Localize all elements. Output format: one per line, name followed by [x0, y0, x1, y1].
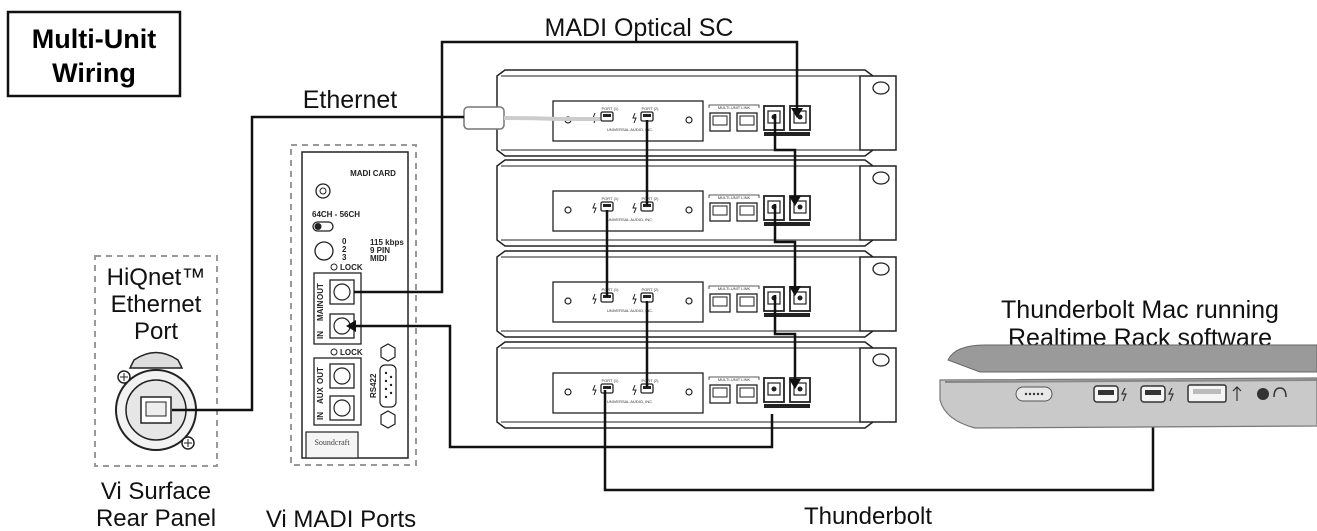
svg-text:UNIVERSAL AUDIO, INC.: UNIVERSAL AUDIO, INC. [607, 308, 653, 313]
svg-text:IN: IN [316, 412, 325, 420]
madi-main-in-cable [356, 324, 774, 449]
thunderbolt-icon [1121, 387, 1127, 402]
rack-unit-4: PORT (1) PORT (2) UNIVERSAL AUDIO, INC. … [496, 341, 897, 429]
hiqnet-label-1: HiQnet™ [107, 264, 206, 291]
mode-label: 64CH - 56CH [312, 210, 360, 219]
rs422-port[interactable] [379, 364, 397, 408]
svg-text:UNIVERSAL AUDIO, INC.: UNIVERSAL AUDIO, INC. [607, 127, 653, 132]
svg-text:OUT: OUT [316, 283, 325, 300]
svg-text:PORT (1): PORT (1) [602, 106, 620, 111]
svg-text:IN: IN [316, 331, 325, 339]
hiqnet-label-2: Ethernet [111, 291, 202, 318]
mac-label-1: Thunderbolt Mac running [1001, 296, 1279, 324]
cables [172, 40, 1155, 492]
svg-text:MULTI-UNIT LINK: MULTI-UNIT LINK [718, 195, 751, 200]
svg-text:UNIVERSAL AUDIO, INC.: UNIVERSAL AUDIO, INC. [607, 399, 653, 404]
svg-text:MULTI-UNIT LINK: MULTI-UNIT LINK [718, 286, 751, 291]
svg-text:2: 2 [342, 245, 347, 254]
title-line-1: Multi-Unit [32, 24, 156, 54]
madi-card-label: MADI CARD [350, 169, 396, 178]
svg-text:MAIN: MAIN [316, 300, 325, 321]
rack-unit-2: PORT (1) PORT (2) UNIVERSAL AUDIO, INC. … [496, 159, 897, 247]
mac-laptop: Thunderbolt Mac running Realtime Rack so… [939, 296, 1317, 429]
vi-surface-rear-panel: HiQnet™ Ethernet Port Vi Surface Rear Pa… [94, 255, 218, 531]
svg-text:0: 0 [342, 237, 347, 246]
madi-optical-label: MADI Optical SC [545, 14, 734, 42]
selector-knob[interactable] [314, 241, 334, 261]
svg-text:PORT (2): PORT (2) [642, 378, 660, 383]
svg-text:AUX: AUX [316, 386, 325, 404]
svg-text:PORT (2): PORT (2) [642, 106, 660, 111]
svg-text:PORT (1): PORT (1) [602, 287, 620, 292]
svg-text:PORT (1): PORT (1) [602, 378, 620, 383]
ethernet-label: Ethernet [303, 86, 398, 114]
thunderbolt-mac-cable [603, 388, 1155, 492]
madi-main-out-cable [354, 40, 799, 294]
svg-text:PORT (1): PORT (1) [602, 196, 620, 201]
title-line-2: Wiring [52, 58, 136, 88]
vi-madi-ports-panel: MADI CARD 64CH - 56CH 0 2 3 115 kbps 9 P… [290, 144, 417, 466]
svg-text:UNIVERSAL AUDIO, INC.: UNIVERSAL AUDIO, INC. [607, 217, 653, 222]
arrows [346, 108, 803, 389]
svg-text:115 kbps: 115 kbps [370, 238, 404, 247]
hiqnet-label-3: Port [134, 318, 178, 345]
madi-ports-label: Vi MADI Ports [266, 506, 416, 531]
surface-label-1: Vi Surface [101, 478, 211, 505]
svg-text:MULTI-UNIT LINK: MULTI-UNIT LINK [718, 105, 751, 110]
usb-icon [1232, 386, 1242, 401]
svg-text:MULTI-UNIT LINK: MULTI-UNIT LINK [718, 377, 751, 382]
svg-text:9 PIN: 9 PIN [370, 246, 390, 255]
madi-chain-3-4 [773, 295, 797, 383]
headphone-icon [1273, 387, 1287, 398]
thunderbolt-icon-2 [1168, 387, 1174, 402]
lock-label-1: LOCK [340, 263, 363, 272]
headphone-port [1257, 388, 1269, 400]
svg-text:RS422: RS422 [369, 373, 378, 398]
thunderbolt-label: Thunderbolt [804, 503, 932, 530]
madi-chain-1-2 [773, 114, 797, 200]
svg-text:PORT (2): PORT (2) [642, 196, 660, 201]
surface-label-2: Rear Panel [96, 505, 216, 531]
rack-unit-3: PORT (1) PORT (2) UNIVERSAL AUDIO, INC. … [496, 250, 897, 338]
svg-text:3: 3 [342, 253, 347, 262]
svg-text:OUT: OUT [316, 367, 325, 384]
lock-label-2: LOCK [340, 348, 363, 357]
ethernet-cable [172, 115, 464, 412]
madi-chain-2-3 [773, 204, 797, 290]
svg-text:Soundcraft: Soundcraft [314, 438, 350, 447]
ethercon-port-icon [115, 351, 197, 451]
title-box: Multi-Unit Wiring [6, 10, 182, 98]
svg-text:MIDI: MIDI [370, 254, 387, 263]
svg-text:PORT (2): PORT (2) [642, 287, 660, 292]
rack-unit-1: PORT (1) PORT (2) UNIVERSAL AUDIO, INC. … [496, 69, 897, 157]
